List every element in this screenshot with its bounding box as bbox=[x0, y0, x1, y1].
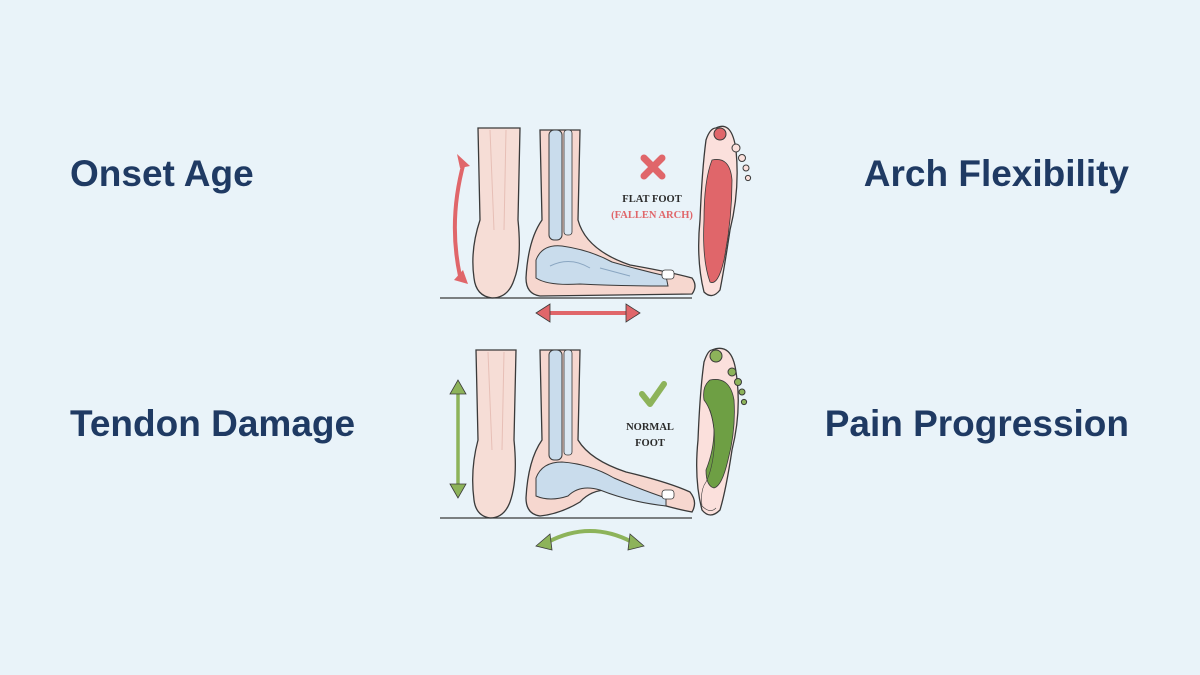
flat-foot-vertical-arrow bbox=[452, 154, 470, 284]
flat-foot-panel: FLAT FOOT (FALLEN ARCH) bbox=[440, 125, 752, 323]
normal-foot-subtitle: FOOT bbox=[635, 438, 665, 449]
normal-foot-title: NORMAL bbox=[626, 422, 674, 433]
label-onset-age: Onset Age bbox=[70, 153, 254, 194]
normal-foot-panel: NORMAL FOOT bbox=[440, 347, 748, 551]
label-arch-flexibility: Arch Flexibility bbox=[863, 153, 1129, 194]
flat-foot-side-view bbox=[525, 129, 696, 297]
label-pain-progression: Pain Progression bbox=[824, 403, 1129, 444]
normal-foot-curved-arrow bbox=[535, 529, 645, 551]
flat-footprint bbox=[698, 125, 752, 297]
normal-foot-side-view bbox=[525, 349, 696, 517]
normal-foot-rear-leg bbox=[472, 349, 517, 519]
normal-foot-vertical-arrow bbox=[449, 379, 467, 499]
label-tendon-damage: Tendon Damage bbox=[70, 403, 356, 444]
cross-icon bbox=[640, 154, 666, 180]
flat-foot-horizontal-arrow bbox=[535, 303, 641, 323]
normal-footprint bbox=[696, 347, 748, 516]
flat-foot-rear-leg bbox=[472, 127, 521, 299]
flat-foot-title: FLAT FOOT bbox=[622, 194, 681, 205]
check-icon bbox=[639, 381, 667, 407]
foot-comparison-illustration: FLAT FOOT (FALLEN ARCH) bbox=[440, 125, 752, 551]
flat-foot-subtitle: (FALLEN ARCH) bbox=[611, 210, 693, 221]
